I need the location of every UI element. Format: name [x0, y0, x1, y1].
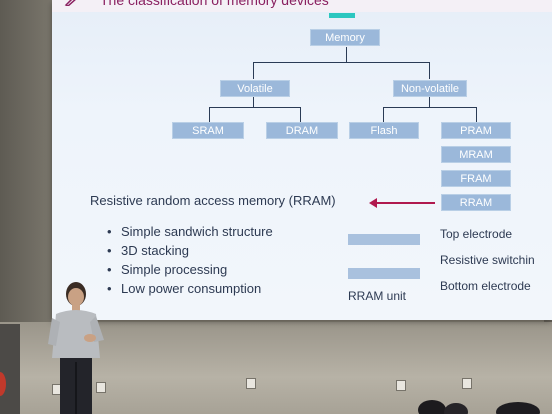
bottom-electrode-label: Bottom electrode — [440, 279, 531, 293]
slide-title-bar — [52, 0, 552, 12]
tree-connector — [300, 107, 301, 122]
node-pram: PRAM — [441, 122, 511, 139]
arrow-left-icon — [369, 198, 377, 208]
node-rram: RRAM — [441, 194, 511, 211]
node-dram: DRAM — [266, 122, 338, 139]
tree-connector — [383, 107, 384, 122]
tree-connector — [253, 62, 254, 79]
tree-connector — [383, 107, 476, 108]
node-non-volatile: Non-volatile — [393, 80, 467, 97]
list-item: •Simple processing — [107, 262, 228, 277]
podium — [0, 324, 20, 414]
tree-connector — [209, 107, 210, 122]
tree-connector — [429, 62, 430, 79]
tree-connector — [253, 97, 254, 107]
projection-screen: The classification of memory devices Mem… — [52, 0, 552, 320]
node-memory: Memory — [310, 29, 380, 46]
list-item: •3D stacking — [107, 243, 189, 258]
rram-features-list: •Simple sandwich structure •3D stacking … — [107, 222, 273, 298]
rram-definition: Resistive random access memory (RRAM) — [90, 193, 336, 208]
wall-outlet — [96, 382, 106, 393]
tree-connector — [429, 97, 430, 107]
bottom-electrode-layer — [348, 268, 420, 279]
node-flash: Flash — [349, 122, 419, 139]
arrow-shaft — [376, 202, 435, 204]
tree-connector — [476, 107, 477, 122]
tree-connector — [253, 62, 429, 63]
bullet-icon: • — [107, 224, 112, 239]
node-sram: SRAM — [172, 122, 244, 139]
bullet-icon: • — [107, 243, 112, 258]
resistive-switching-label: Resistive switchin — [440, 253, 535, 267]
wall-outlet — [462, 378, 472, 389]
tree-connector — [346, 47, 347, 62]
wall-outlet — [246, 378, 256, 389]
title-accent — [329, 13, 355, 18]
top-electrode-layer — [348, 234, 420, 245]
tree-connector — [209, 107, 300, 108]
pen-icon — [64, 0, 76, 6]
rram-unit-caption: RRAM unit — [348, 289, 407, 303]
podium-logo — [0, 372, 6, 396]
node-mram: MRAM — [441, 146, 511, 163]
slide-title: The classification of memory devices — [100, 0, 329, 8]
bullet-icon: • — [107, 281, 112, 296]
list-item: •Simple sandwich structure — [107, 224, 273, 239]
speaker-figure — [48, 282, 104, 414]
list-item: •Low power consumption — [107, 281, 262, 296]
top-electrode-label: Top electrode — [440, 227, 513, 241]
audience-heads — [418, 400, 540, 414]
node-volatile: Volatile — [220, 80, 290, 97]
wall-outlet — [396, 380, 406, 391]
left-wall — [0, 0, 52, 330]
node-fram: FRAM — [441, 170, 511, 187]
bullet-icon: • — [107, 262, 112, 277]
